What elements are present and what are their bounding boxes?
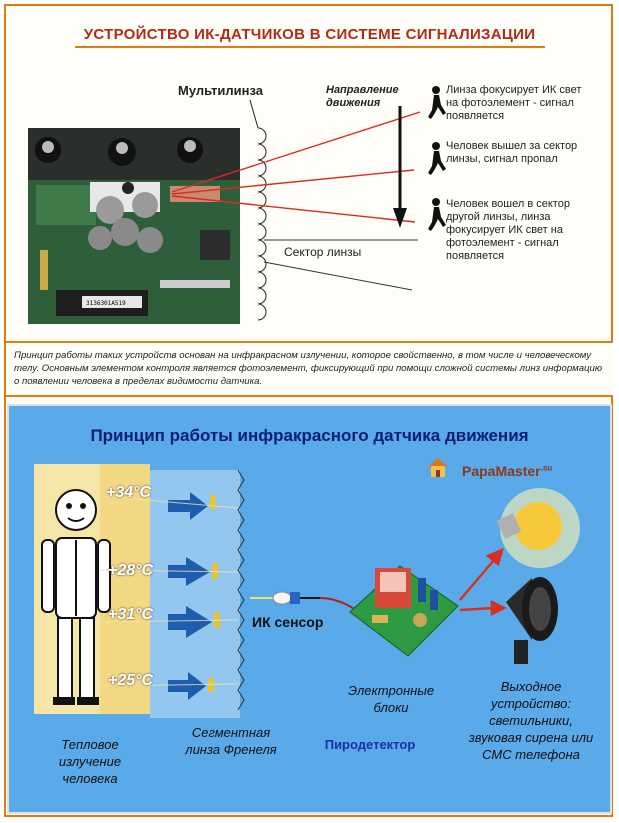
fresnel-lens-label: Сегментная линза Френеля xyxy=(185,725,277,757)
lens-sector-label: Сектор линзы xyxy=(284,245,362,259)
thermal-radiation-label: Тепловое излучение человека xyxy=(58,737,122,786)
multilens-profile xyxy=(257,127,267,321)
brand-label: PapaMaster.su xyxy=(462,463,553,479)
note-3: Человек вошел в сектор другой линзы, лин… xyxy=(446,198,570,262)
temperature-label: +31°C xyxy=(108,606,154,623)
direction-arrow xyxy=(393,106,407,228)
person-figure-icon xyxy=(41,489,111,705)
pyrodetector-label: Пиродетектор xyxy=(324,737,416,752)
note-1: Линза фокусирует ИК свет на фотоэлемент … xyxy=(446,84,582,122)
temperature-label: +28°C xyxy=(108,562,154,579)
fresnel-lens-edge xyxy=(237,469,245,711)
direction-label: Направление движения xyxy=(326,84,399,109)
bottom-title: Принцип работы инфракрасного датчика дви… xyxy=(90,426,529,445)
output-arrows xyxy=(459,547,507,617)
note-2: Человек вышел за сектор линзы, сигнал пр… xyxy=(446,140,578,165)
ir-sensor-icon xyxy=(250,591,361,614)
multilens-pointer xyxy=(249,99,259,129)
house-logo-icon xyxy=(428,458,448,477)
caption-text: Принцип работы таких устройств основан н… xyxy=(14,350,603,387)
output-device-label: Выходное устройство: светильники, звуков… xyxy=(468,679,594,762)
board-marking: 3136301A519 xyxy=(86,300,126,307)
ir-rays xyxy=(99,495,239,687)
page-title: УСТРОЙСТВО ИК-ДАТЧИКОВ В СИСТЕМЕ СИГНАЛИ… xyxy=(0,26,619,48)
walking-person-icon xyxy=(428,142,446,175)
light-bulb-icon xyxy=(496,488,580,568)
electronic-board xyxy=(349,565,459,657)
walking-person-icon xyxy=(428,86,446,119)
ir-sensor-label: ИК сенсор xyxy=(252,614,324,630)
ir-sensor-structure-diagram: 3136301A519 xyxy=(28,86,446,324)
focus-rays xyxy=(171,111,421,223)
caption-box: Принцип работы таких устройств основан н… xyxy=(6,341,613,397)
temperature-label: +25°C xyxy=(108,672,154,689)
temperature-label: +34°C xyxy=(106,484,152,501)
electronics-label: Электронные блоки xyxy=(347,683,435,715)
multilens-label: Мультилинза xyxy=(178,83,263,98)
lens-sector-lines xyxy=(263,239,418,291)
siren-speaker-icon xyxy=(506,577,558,664)
walking-person-icon xyxy=(428,198,446,231)
